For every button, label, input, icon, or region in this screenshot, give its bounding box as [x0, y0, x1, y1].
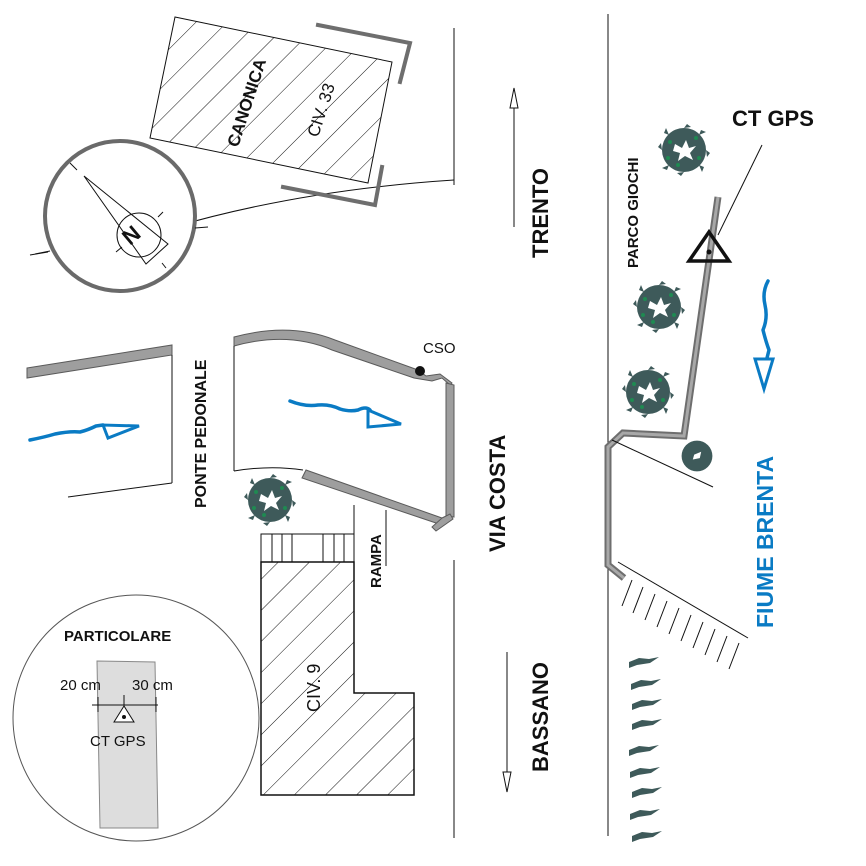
tree-icon: [622, 366, 674, 418]
label-trento: TRENTO: [528, 168, 553, 258]
inset-marker-label: CT GPS: [90, 733, 146, 750]
canal-west: [26, 344, 173, 498]
tree-icon: [244, 474, 296, 526]
water-arrow-down-icon: [752, 357, 776, 395]
tree-icon: [681, 440, 713, 472]
water-flow-west: [28, 423, 105, 442]
tree-icon: [658, 124, 710, 176]
survey-point-triangle-icon: [113, 705, 135, 723]
building-canonica: CANONICA CIV. 33: [149, 16, 413, 208]
ct-gps-marker: CT GPS: [685, 106, 814, 263]
inset-title: PARTICOLARE: [64, 628, 171, 645]
wall-se: [280, 164, 385, 208]
shrub-row: [629, 657, 662, 842]
compass-rose: N: [34, 139, 209, 293]
label-ponte-pedonale: PONTE PEDONALE: [193, 359, 210, 508]
inset-right-dist: 30 cm: [132, 677, 173, 694]
river-flow: [752, 279, 776, 395]
water-arrow-icon-2: [366, 407, 402, 429]
label-ct-gps: CT GPS: [732, 106, 814, 131]
arrow-down-icon: [502, 771, 512, 793]
label-parco-giochi: PARCO GIOCHI: [625, 157, 642, 268]
label-civ9: CIV. 9: [304, 664, 324, 712]
label-cso: CSO: [423, 340, 456, 357]
survey-point-triangle-icon: [685, 228, 733, 263]
arrow-south-bassano: BASSANO: [502, 652, 553, 793]
label-via-costa: VIA COSTA: [485, 435, 510, 552]
tree-icon: [633, 281, 685, 333]
embankment-slope: [621, 579, 740, 670]
inset-detail: PARTICOLARE 20 cm 30 cm CT GPS: [12, 594, 260, 842]
label-rampa: RAMPA: [368, 534, 385, 588]
steps: [260, 533, 355, 563]
cso-point-icon: [415, 366, 425, 376]
church-yard-curve: [169, 179, 455, 229]
inset-left-dist: 20 cm: [60, 677, 101, 694]
arrow-up-icon: [509, 87, 519, 109]
bank-line-2: [617, 561, 749, 639]
building-civ9: RAMPA CIV. 9: [260, 505, 415, 796]
label-bassano: BASSANO: [528, 662, 553, 772]
water-arrow-icon: [100, 423, 140, 440]
water-flow-river: [761, 279, 771, 360]
canal-east: CSO: [233, 329, 456, 532]
wall-ne: [315, 22, 413, 85]
label-fiume-brenta: FIUME BRENTA: [752, 456, 778, 628]
bank-line-1: [611, 439, 714, 488]
water-flow-east: [288, 399, 372, 413]
arrow-north-trento: TRENTO: [509, 87, 553, 258]
